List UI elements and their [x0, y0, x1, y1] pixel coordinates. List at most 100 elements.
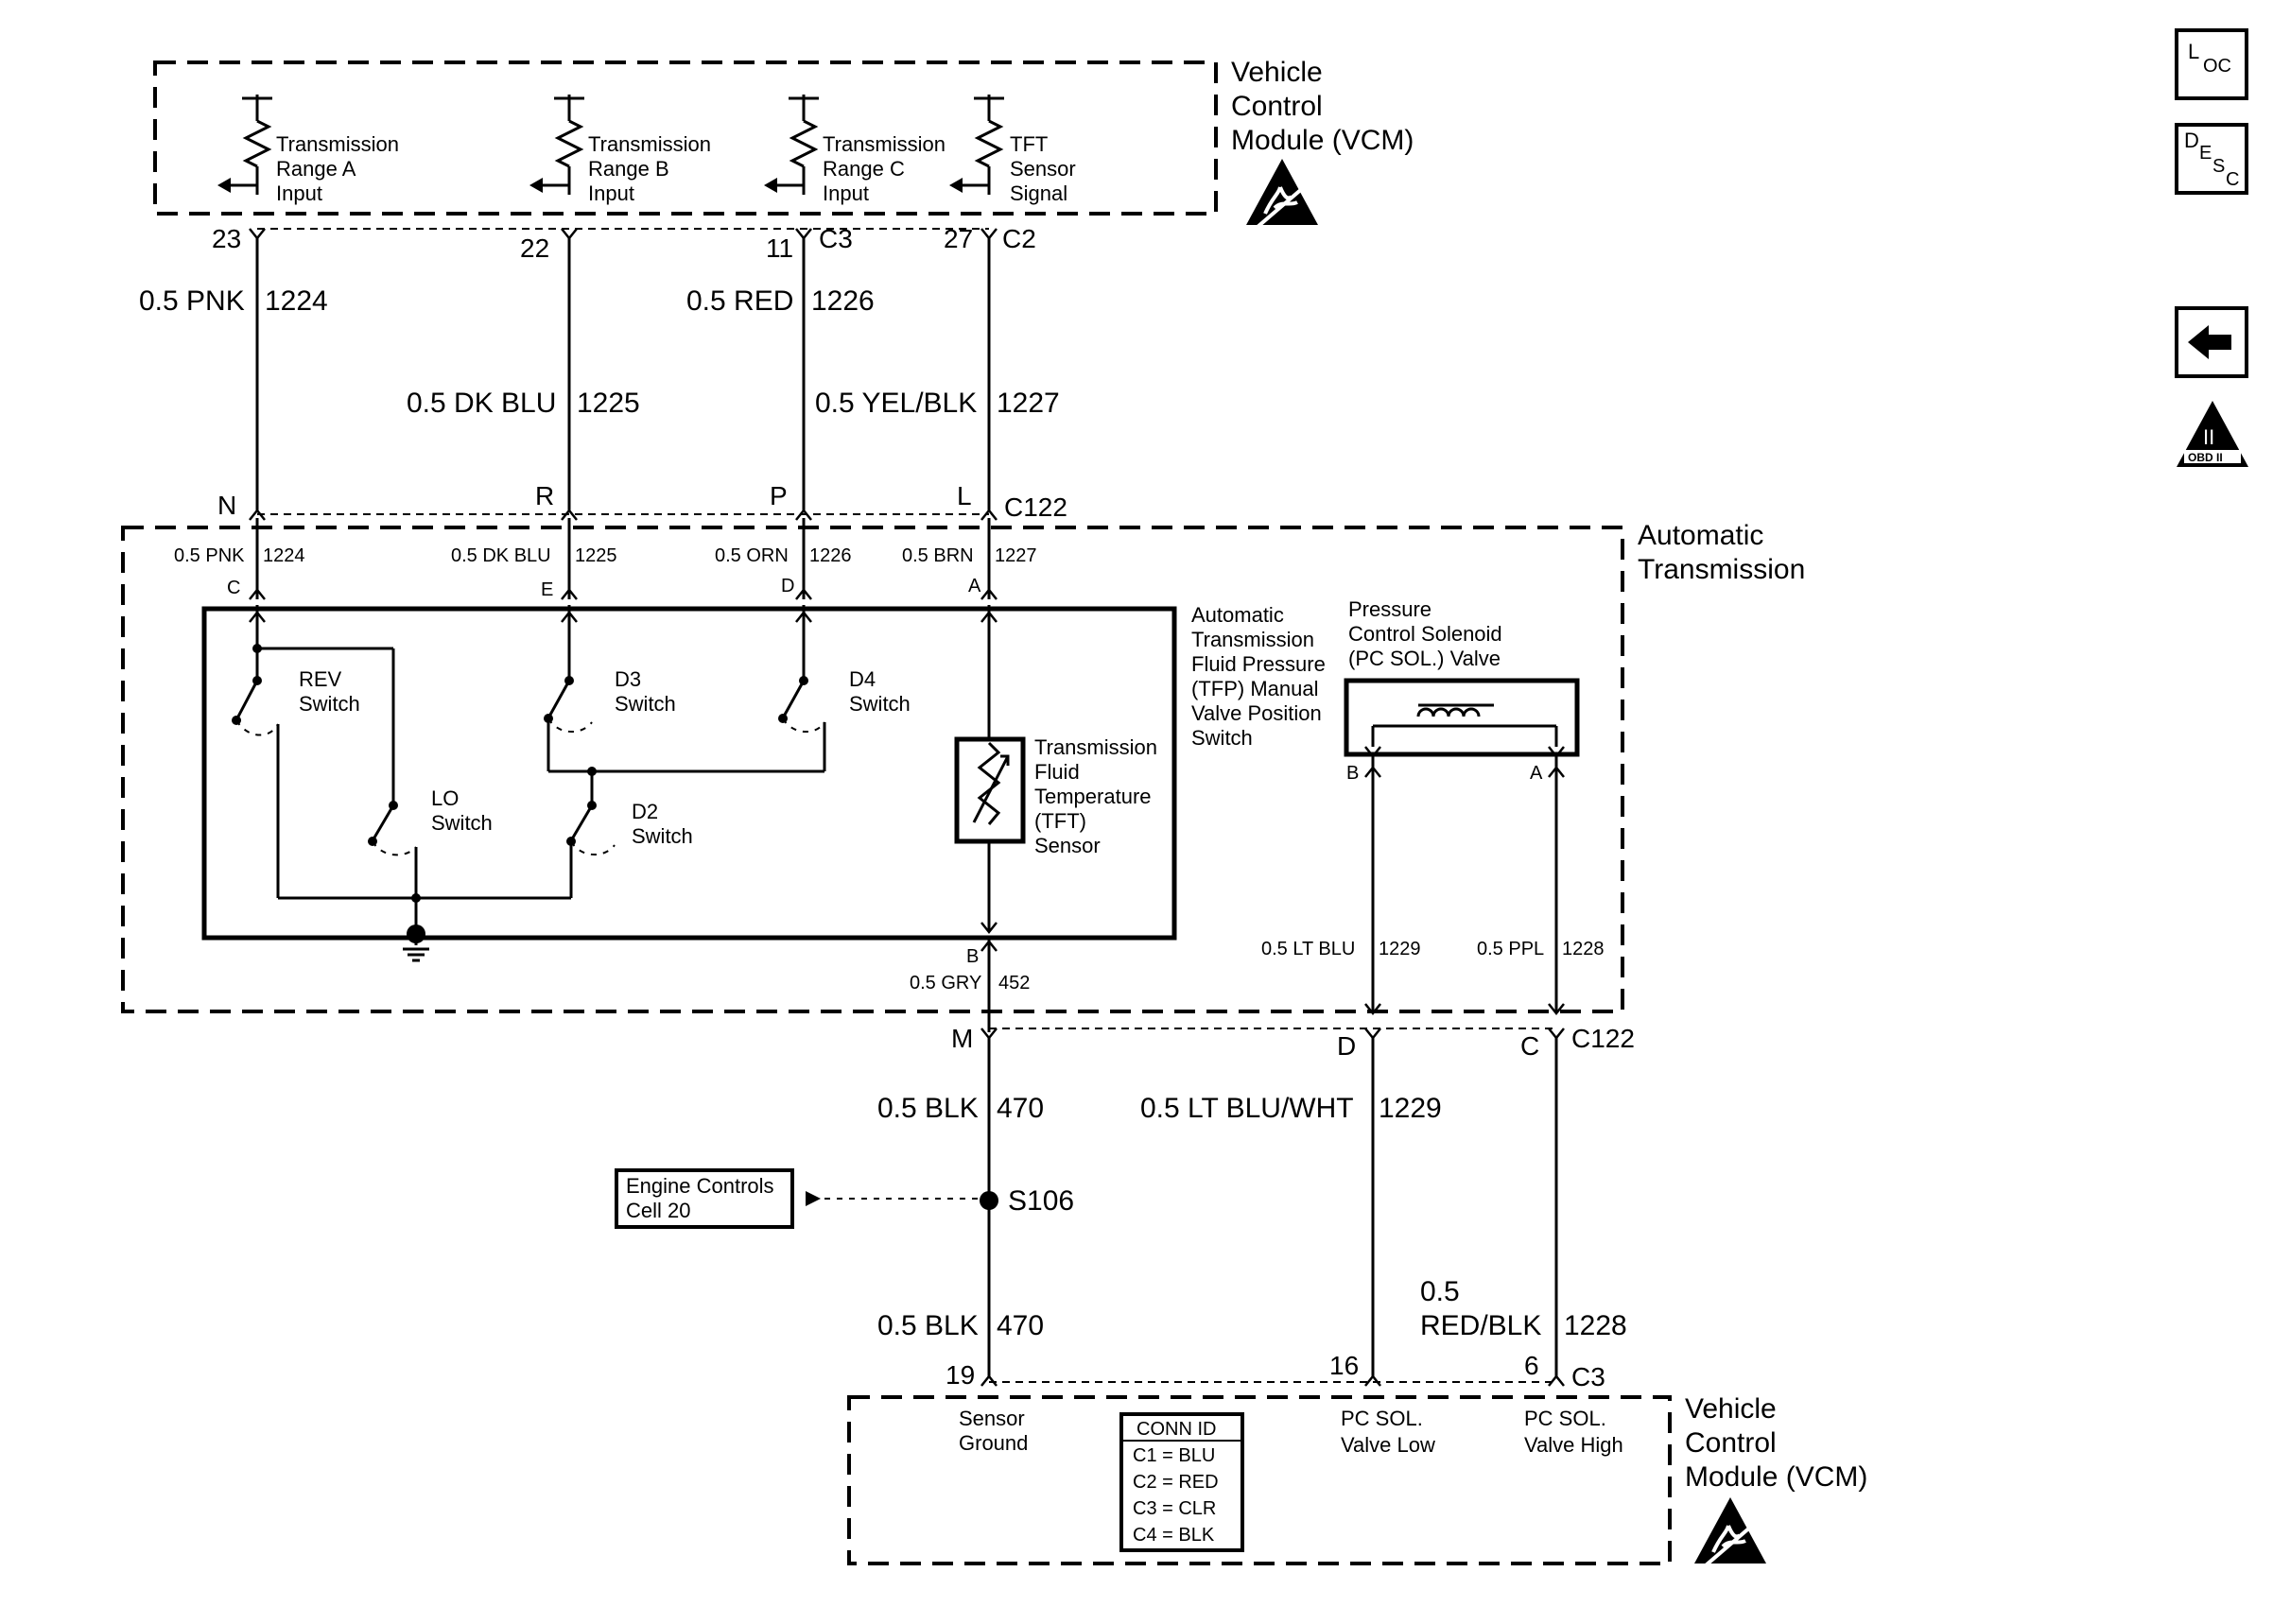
esd-sensitive-icon	[1244, 157, 1320, 229]
pc-low-label: PC SOL. Valve Low	[1341, 1407, 1435, 1457]
vcm-pin-27: 27	[944, 224, 973, 253]
pcs-wire-ppl: 0.5 PPL	[1477, 939, 1544, 959]
inner-wire-orn: 0.5 ORN	[715, 545, 789, 566]
d4-switch-label: D4 Switch	[849, 667, 911, 716]
vcm-bottom-label: Vehicle Control Module (VCM)	[1685, 1393, 1867, 1493]
tfp-switch-box	[201, 606, 1177, 941]
c122-pin-p: P	[770, 481, 788, 510]
inner-circuit-1227: 1227	[995, 545, 1037, 566]
vcm-bottom-box	[847, 1395, 1672, 1565]
conn-id-title: CONN ID	[1136, 1419, 1216, 1440]
vcm-bottom-conn-c3: C3	[1571, 1362, 1605, 1391]
vcm-pin-22: 22	[520, 233, 549, 263]
svg-text:C: C	[2226, 169, 2239, 190]
circuit-470-upper: 470	[997, 1093, 1044, 1124]
circuit-470-lower: 470	[997, 1310, 1044, 1341]
tft-pin-b: B	[966, 946, 979, 967]
esd-sensitive-icon-bottom	[1692, 1495, 1768, 1567]
inner-wire-brn: 0.5 BRN	[902, 545, 974, 566]
lo-switch-label: LO Switch	[431, 786, 493, 835]
vcm-pin-11: 11	[766, 233, 793, 263]
pcs-wire-ltblu: 0.5 LT BLU	[1261, 939, 1355, 959]
svg-text:OC: OC	[2203, 56, 2231, 77]
circuit-1228-lower: 1228	[1564, 1310, 1627, 1341]
vcm-input-resistor-3	[764, 95, 819, 195]
vcm-input-resistor-2	[529, 95, 584, 195]
c122-pin-d: D	[1337, 1031, 1356, 1061]
conn-id-row-c2: C2 = RED	[1133, 1472, 1219, 1493]
circuit-1225-label: 1225	[577, 388, 640, 419]
pcs-pin-a: A	[1530, 763, 1543, 784]
pcs-circuit-1228: 1228	[1562, 939, 1605, 959]
rev-switch-label: REV Switch	[299, 667, 360, 716]
circuit-1226-label: 1226	[811, 285, 875, 317]
transmission-label: Automatic Transmission	[1638, 520, 1805, 585]
wire-label-pnk: 0.5 PNK	[139, 285, 245, 317]
pcs-label: Pressure Control Solenoid (PC SOL.) Valv…	[1348, 597, 1508, 670]
vcm-top-box	[153, 60, 1218, 216]
sensor-ground-label: Sensor Ground	[959, 1407, 1031, 1455]
vcm-input-label-4: TFT Sensor Signal	[1010, 132, 1082, 205]
d3-switch	[544, 676, 824, 773]
circuit-1229-lower: 1229	[1379, 1093, 1442, 1124]
vcm-input-label-2: Transmission Range B Input	[588, 132, 717, 205]
vcm-input-resistor-1	[217, 95, 272, 195]
inner-pin-e: E	[541, 579, 553, 600]
tft-sensor-label: Transmission Fluid Temperature (TFT) Sen…	[1034, 735, 1163, 857]
lo-switch	[368, 801, 418, 898]
ground-bus	[278, 896, 571, 962]
circuit-1227-label: 1227	[997, 388, 1060, 419]
vcm-input-resistor-4	[949, 95, 1004, 195]
c122-pin-c: C	[1520, 1031, 1539, 1061]
pcs-pin-b: B	[1346, 763, 1359, 784]
svg-text:S: S	[2212, 156, 2225, 177]
rev-switch	[232, 644, 395, 898]
left-arrow-icon[interactable]	[2175, 306, 2248, 378]
loc-icon[interactable]: L OC	[2175, 28, 2248, 100]
wire-label-red: 0.5 RED	[686, 285, 793, 317]
inner-circuit-1226: 1226	[809, 545, 852, 566]
vcm-input-label-3: Transmission Range C Input	[823, 132, 951, 205]
vcm-pin-6: 6	[1524, 1351, 1539, 1380]
conn-id-row-c1: C1 = BLU	[1133, 1445, 1215, 1466]
vcm-input-label-1: Transmission Range A Input	[276, 132, 405, 205]
wire-ltbluwht: 0.5 LT BLU/WHT	[1140, 1093, 1354, 1124]
inner-circuit-1225: 1225	[575, 545, 617, 566]
c122-pin-m: M	[951, 1024, 973, 1053]
conn-id-table: CONN ID C1 = BLU C2 = RED C3 = CLR C4 = …	[1119, 1412, 1244, 1552]
tfp-switch-label: Automatic Transmission Fluid Pressure (T…	[1191, 603, 1331, 750]
wire-blk-upper: 0.5 BLK	[877, 1093, 979, 1124]
desc-icon[interactable]: D E S C	[2175, 123, 2248, 195]
svg-text:Engine Controls Cell 20: Engine Controls Cell 20	[626, 1174, 780, 1222]
wire-label-dkblu: 0.5 DK BLU	[407, 388, 556, 419]
obd-ii-icon[interactable]: II OBD II	[2177, 401, 2248, 467]
vcm-pin-16: 16	[1329, 1351, 1359, 1380]
tft-circuit-452: 452	[998, 973, 1030, 993]
svg-text:OBD II: OBD II	[2188, 451, 2223, 464]
pc-solenoid	[1344, 678, 1580, 757]
wire-label-yelblk: 0.5 YEL/BLK	[815, 388, 977, 419]
tft-wire-gry: 0.5 GRY	[910, 973, 981, 993]
vcm-pin-19: 19	[946, 1360, 975, 1390]
d2-switch	[566, 767, 616, 898]
engine-controls-ref[interactable]: Engine Controls Cell 20	[615, 1168, 794, 1229]
circuit-1224-label: 1224	[265, 285, 328, 317]
inner-pin-a: A	[968, 576, 981, 596]
wire-redblk: 0.5 RED/BLK	[1420, 1276, 1541, 1341]
transmission-box	[121, 526, 1624, 1013]
svg-text:D: D	[2184, 129, 2199, 152]
inner-circuit-1224: 1224	[263, 545, 305, 566]
vcm-conn-c2: C2	[1002, 224, 1036, 253]
d2-switch-label: D2 Switch	[632, 800, 693, 848]
tft-sensor	[954, 736, 1026, 844]
c122-pin-n: N	[217, 491, 236, 520]
c122-bottom-name: C122	[1571, 1024, 1635, 1053]
c122-top-name: C122	[1004, 492, 1067, 522]
conn-id-row-c3: C3 = CLR	[1133, 1498, 1216, 1519]
svg-text:E: E	[2199, 143, 2212, 164]
pc-high-label: PC SOL. Valve High	[1524, 1407, 1623, 1457]
splice-s106-label: S106	[1008, 1185, 1074, 1217]
c122-pin-l: L	[957, 481, 972, 510]
vcm-conn-c3: C3	[819, 224, 853, 253]
